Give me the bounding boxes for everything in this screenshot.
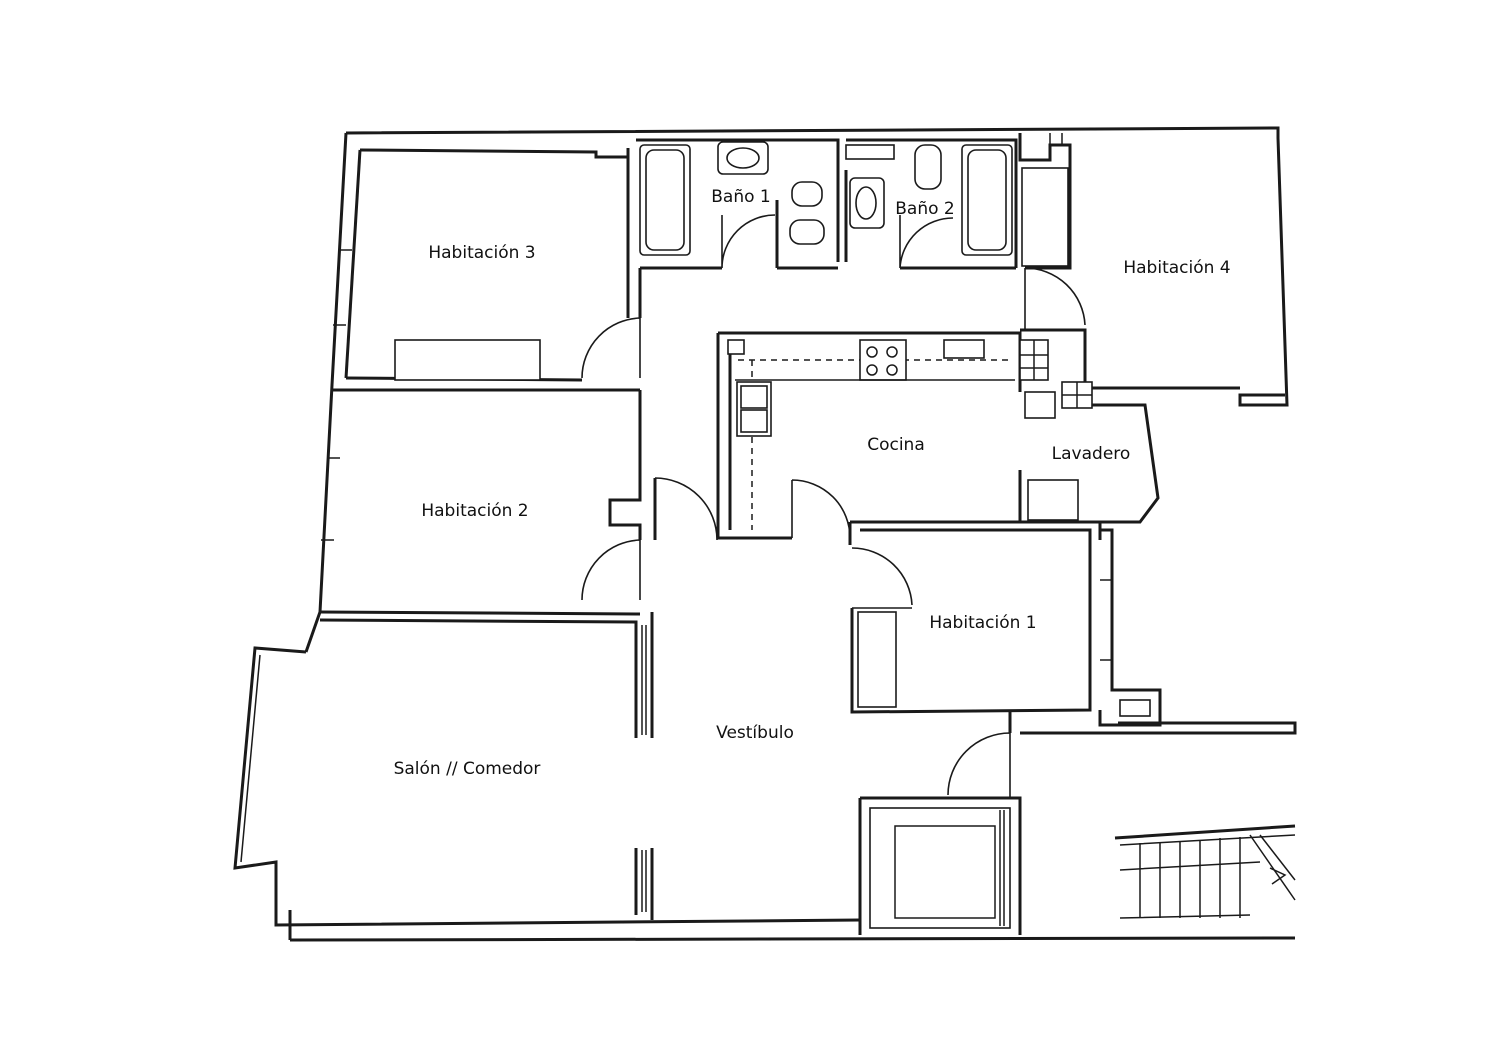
toilet-1 — [789, 219, 825, 245]
bidet — [791, 181, 823, 207]
vestibulo-walls — [858, 712, 1022, 935]
habitacion-1-walls — [850, 528, 1162, 727]
label-habitacion-3: Habitación 3 — [428, 243, 535, 263]
door-bano-2 — [899, 215, 954, 269]
wardrobe-4 — [1021, 167, 1069, 267]
door-cocina-right — [791, 479, 851, 539]
label-habitacion-1: Habitación 1 — [929, 613, 1036, 633]
label-habitacion-4: Habitación 4 — [1123, 258, 1230, 278]
door-habitacion-2 — [581, 539, 641, 601]
stairs — [1114, 824, 1296, 919]
door-bano-1 — [721, 214, 776, 269]
habitacion-3-walls — [332, 148, 642, 392]
room-labels: Habitación 3 Baño 1 Baño 2 Habitación 4 … — [394, 187, 1231, 779]
door-cocina-left — [654, 477, 718, 541]
label-habitacion-2: Habitación 2 — [421, 501, 528, 521]
door-entrance — [947, 732, 1011, 798]
label-vestibulo: Vestíbulo — [716, 723, 794, 743]
bano-1 — [636, 138, 840, 270]
door-habitacion-3 — [581, 317, 641, 379]
washing-sink — [1024, 391, 1056, 419]
label-bano-2: Baño 2 — [895, 199, 954, 219]
wardrobe-1 — [857, 611, 897, 708]
bano-2 — [844, 138, 1018, 270]
toilet-2 — [914, 144, 942, 190]
label-lavadero: Lavadero — [1052, 444, 1131, 464]
door-habitacion-4 — [1024, 267, 1086, 330]
label-bano-1: Baño 1 — [711, 187, 770, 207]
habitacion-4-walls — [1018, 133, 1240, 390]
label-salon-comedor: Salón // Comedor — [394, 759, 541, 779]
elevator — [869, 807, 1011, 929]
door-habitacion-1 — [851, 547, 913, 609]
salon-walls — [319, 612, 654, 920]
wardrobe — [394, 339, 541, 381]
cooktop — [859, 339, 907, 381]
label-cocina: Cocina — [867, 435, 925, 455]
outer-walls — [233, 126, 1297, 942]
lavadero — [1018, 339, 1160, 524]
